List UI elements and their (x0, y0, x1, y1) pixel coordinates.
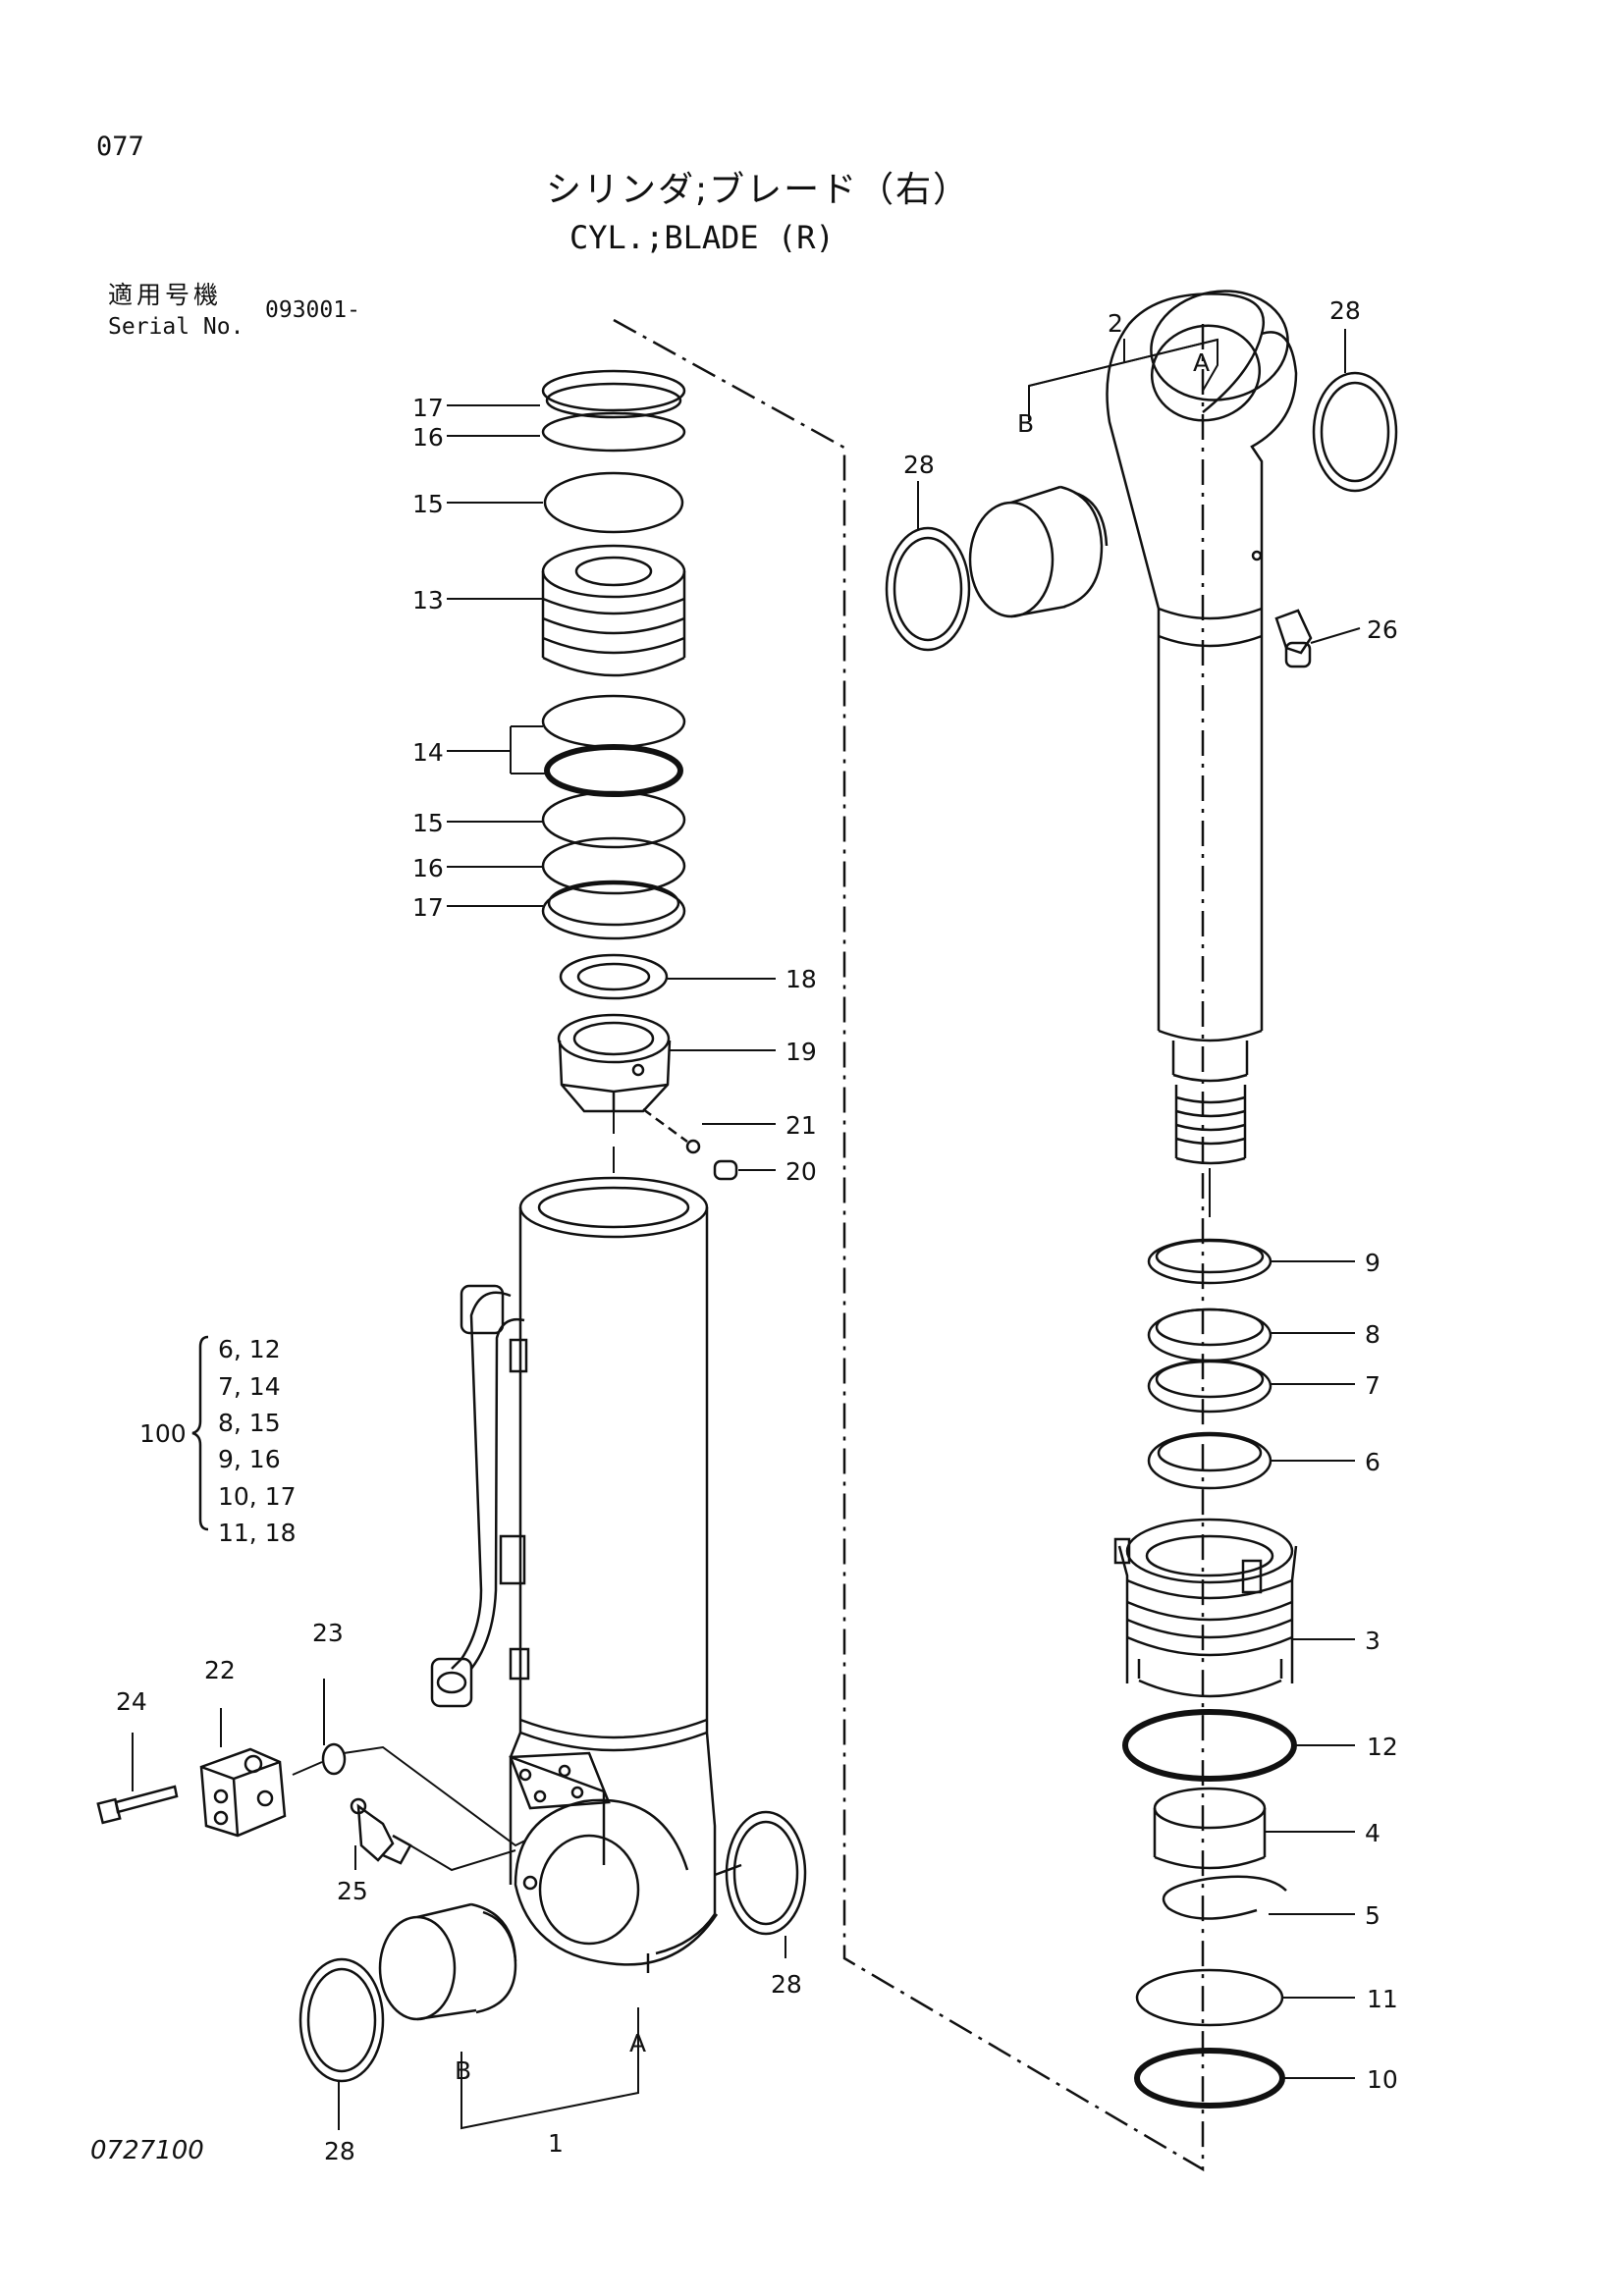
part-1-bushing-b (378, 1902, 517, 2021)
seal-kit-row: 11, 18 (218, 1519, 297, 1547)
drawing-number: 0727100 (90, 2136, 204, 2165)
callout-labels: 17 16 15 13 14 15 16 17 18 19 21 20 23 2… (116, 296, 1398, 2165)
serial-number-value: 093001- (265, 297, 360, 323)
label-A: A (629, 2029, 646, 2057)
callout-28: 28 (324, 2137, 355, 2165)
callout-17: 17 (412, 893, 444, 922)
seal-kit-row: 9, 16 (218, 1445, 281, 1473)
seal-kit-number: 100 (139, 1419, 187, 1448)
part-20-set-screw (713, 1159, 738, 1181)
assembly-frame (613, 318, 1205, 2172)
part-14-seal-pair (541, 694, 686, 797)
assembly-line (292, 1745, 526, 1847)
part-11-ring (1135, 1968, 1284, 2027)
part-13-piston (541, 544, 686, 677)
callout-28: 28 (1329, 296, 1361, 325)
serial-label-japanese: 適用号機 (108, 281, 223, 309)
part-9-wiper (1147, 1238, 1272, 1285)
label-B: B (455, 2056, 471, 2085)
callout-26: 26 (1367, 615, 1398, 644)
part-17-ring-bottom (541, 880, 686, 940)
callout-8: 8 (1365, 1320, 1380, 1349)
part-15-ring-top (543, 471, 684, 534)
part-25-fitting (350, 1797, 412, 1865)
callout-22: 22 (204, 1656, 236, 1684)
callout-16: 16 (412, 854, 444, 882)
part-1-bracket (460, 2007, 639, 2130)
label-A: A (1193, 348, 1210, 377)
callout-4: 4 (1365, 1819, 1380, 1847)
seal-kit-brace (191, 1335, 209, 1531)
part-24-bolt (96, 1785, 179, 1825)
callout-20: 20 (785, 1157, 817, 1186)
part-7-ring (1147, 1359, 1272, 1414)
part-28-seal-upper-right (1312, 371, 1398, 493)
part-28-seal-upper-left (885, 526, 971, 652)
callout-10: 10 (1367, 2065, 1398, 2094)
part-1-cylinder-tube (430, 1176, 719, 1973)
part-23-o-ring (321, 1742, 347, 1776)
callout-19: 19 (785, 1038, 817, 1066)
callout-5: 5 (1365, 1901, 1380, 1930)
callout-15: 15 (412, 809, 444, 837)
part-6-seal (1147, 1431, 1272, 1490)
part-21-ball (642, 1107, 701, 1154)
callout-2: 2 (1108, 309, 1123, 338)
callout-17: 17 (412, 394, 444, 422)
callout-28: 28 (903, 451, 935, 479)
part-2-bracket (1028, 339, 1218, 392)
seal-kit-row: 7, 14 (218, 1372, 281, 1401)
callout-12: 12 (1367, 1733, 1398, 1761)
seal-kit-row: 10, 17 (218, 1482, 297, 1511)
part-2-bushing-b (968, 485, 1109, 618)
assembly-line (409, 1844, 516, 1872)
title-english: CYL.;BLADE (R) (569, 219, 835, 256)
part-28-seal-lower-right (714, 1810, 807, 1936)
serial-label-english: Serial No. (108, 314, 244, 340)
callout-15: 15 (412, 490, 444, 518)
part-22-block (199, 1747, 287, 1838)
callout-14: 14 (412, 738, 444, 767)
seal-kit-row: 6, 12 (218, 1335, 281, 1363)
title-japanese: シリンダ;ブレード（右） (546, 170, 971, 210)
page-number: 077 (96, 132, 144, 162)
part-12-o-ring (1122, 1709, 1297, 1782)
callout-1: 1 (548, 2129, 564, 2158)
leader-lines-right (917, 329, 1361, 2079)
part-4-bushing (1153, 1787, 1267, 1870)
callout-24: 24 (116, 1687, 147, 1716)
part-28-seal-lower-left (298, 1957, 385, 2083)
label-B: B (1017, 409, 1034, 438)
callout-3: 3 (1365, 1627, 1380, 1655)
part-8-seal (1147, 1308, 1272, 1362)
part-5-snap-ring (1162, 1875, 1287, 1920)
callout-13: 13 (412, 586, 444, 614)
part-26-grease-fitting (1274, 609, 1313, 668)
part-17-ring-top (541, 369, 686, 419)
leader-lines-left (132, 404, 786, 2130)
callout-21: 21 (785, 1111, 817, 1140)
callout-7: 7 (1365, 1371, 1380, 1400)
callout-18: 18 (785, 965, 817, 993)
callout-9: 9 (1365, 1249, 1380, 1277)
callout-11: 11 (1367, 1985, 1398, 2013)
seal-kit-row: 8, 15 (218, 1409, 281, 1437)
part-18-washer (559, 953, 669, 1000)
part-3-rod-cover (1113, 1518, 1298, 1698)
part-19-nut (557, 1013, 672, 1113)
callout-25: 25 (337, 1877, 368, 1905)
callout-16: 16 (412, 423, 444, 452)
callout-28: 28 (771, 1970, 802, 1999)
callout-6: 6 (1365, 1448, 1380, 1476)
part-10-seal (1134, 2048, 1285, 2109)
part-16-ring-top (541, 411, 686, 453)
callout-23: 23 (312, 1619, 344, 1647)
part-15-ring-bottom (541, 790, 686, 849)
